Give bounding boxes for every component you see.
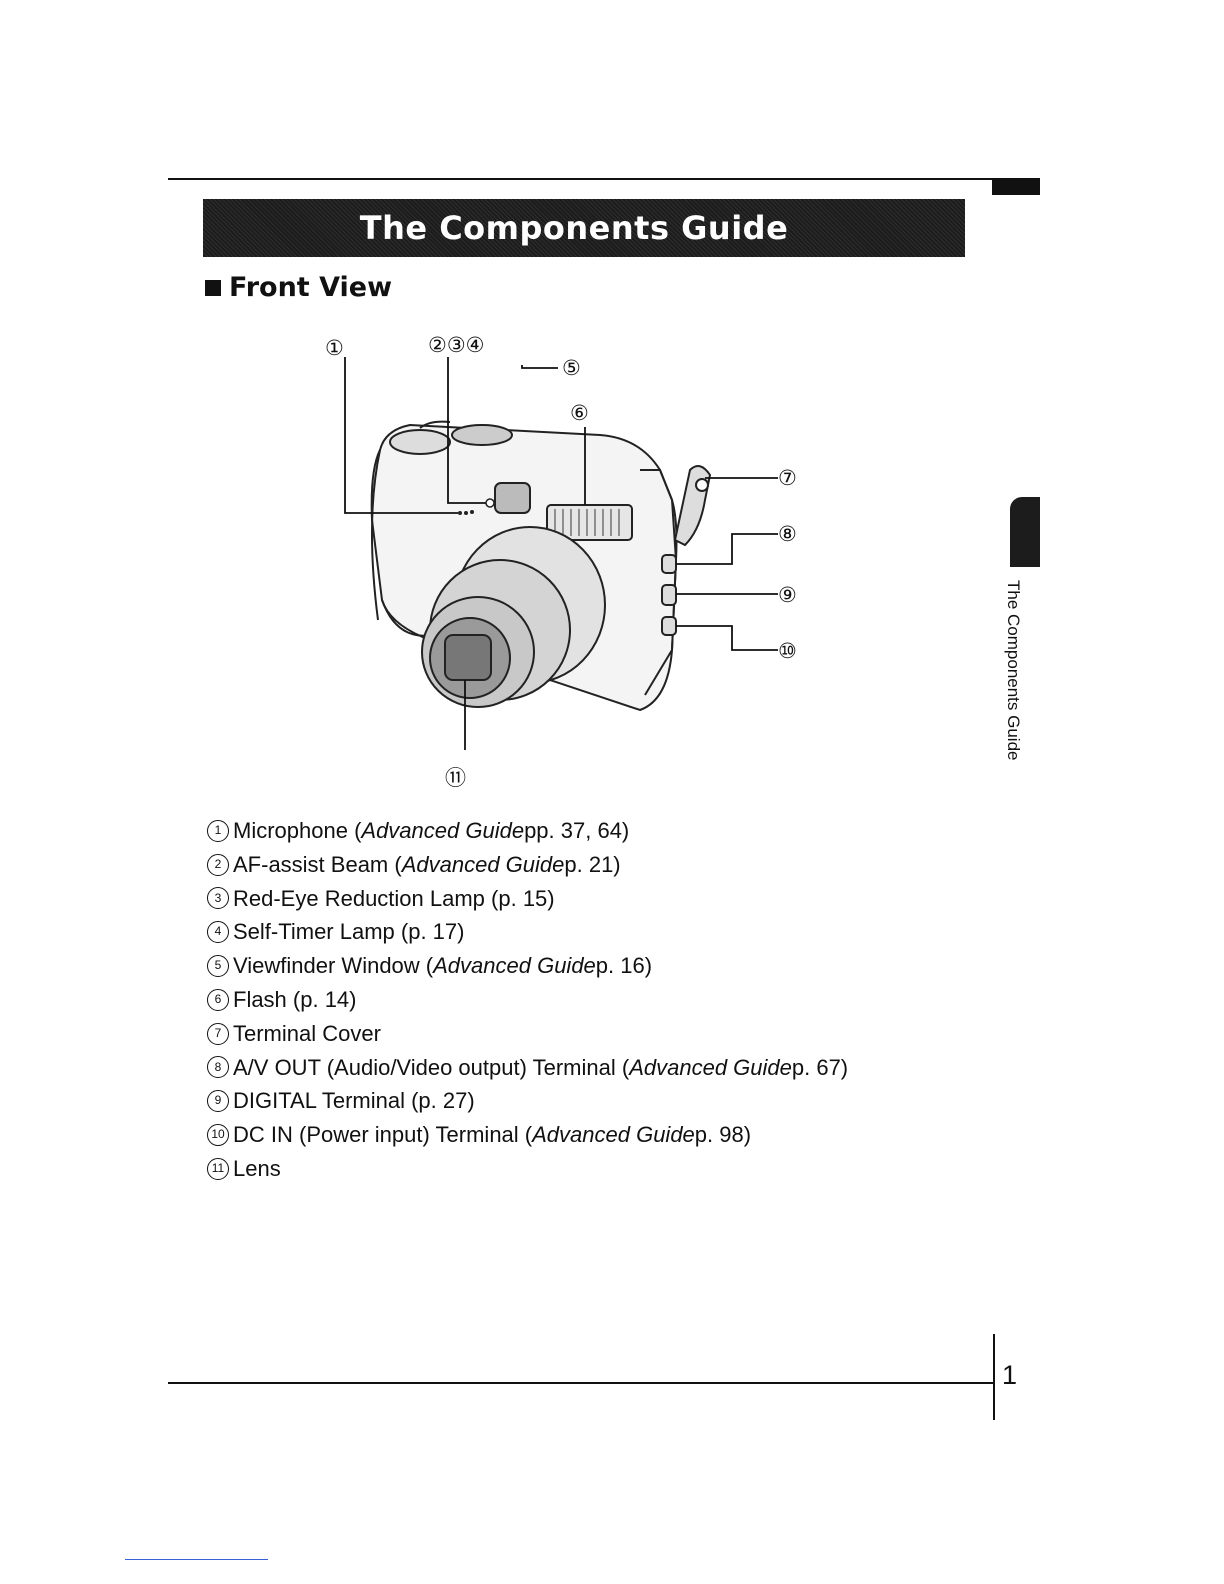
leader-lines (344, 357, 778, 750)
corner-block (992, 178, 1040, 195)
callout-7: ⑦ (778, 467, 797, 490)
page-number-divider (993, 1334, 995, 1420)
item-number: 10 (207, 1124, 229, 1147)
item-number: 9 (207, 1090, 229, 1113)
callout-11: ⑪ (445, 767, 466, 790)
callout-6: ⑥ (570, 402, 589, 425)
camera-illustration: ① ②③④ ⑤ ⑥ ⑦ ⑧ ⑨ ⑩ ⑪ (325, 334, 797, 790)
callout-5: ⑤ (562, 357, 581, 380)
item-number: 11 (207, 1157, 229, 1180)
side-tab-label: The Components Guide (1004, 580, 1023, 761)
callout-9: ⑨ (778, 584, 797, 607)
side-tab-marker (1010, 497, 1040, 567)
item-number: 3 (207, 887, 229, 910)
section-heading-text: Front View (229, 272, 393, 303)
page-title: The Components Guide (359, 209, 789, 247)
item-number: 2 (207, 853, 229, 876)
lens (421, 526, 606, 708)
title-banner: The Components Guide (203, 199, 965, 257)
callout-10: ⑩ (778, 640, 797, 663)
item-number: 8 (207, 1056, 229, 1079)
bottom-rule (168, 1382, 993, 1384)
page-number: 1 (1002, 1360, 1018, 1390)
top-rule (168, 178, 1040, 180)
item-number: 7 (207, 1022, 229, 1045)
callout-8: ⑧ (778, 523, 797, 546)
item-number: 1 (207, 819, 229, 842)
camera-front-diagram: ① ②③④ ⑤ ⑥ ⑦ ⑧ ⑨ ⑩ ⑪ (300, 320, 860, 800)
viewfinder-window (494, 482, 531, 514)
item-number: 6 (207, 988, 229, 1011)
scan-artifact-line (125, 1559, 268, 1560)
callout-1: ① (325, 337, 344, 360)
item-number: 5 (207, 955, 229, 978)
bullet-square-icon (205, 279, 221, 296)
section-heading: Front View (205, 272, 392, 303)
item-number: 4 (207, 921, 229, 944)
callout-2-3-4: ②③④ (428, 334, 484, 357)
af-assist-lamp (485, 498, 495, 508)
